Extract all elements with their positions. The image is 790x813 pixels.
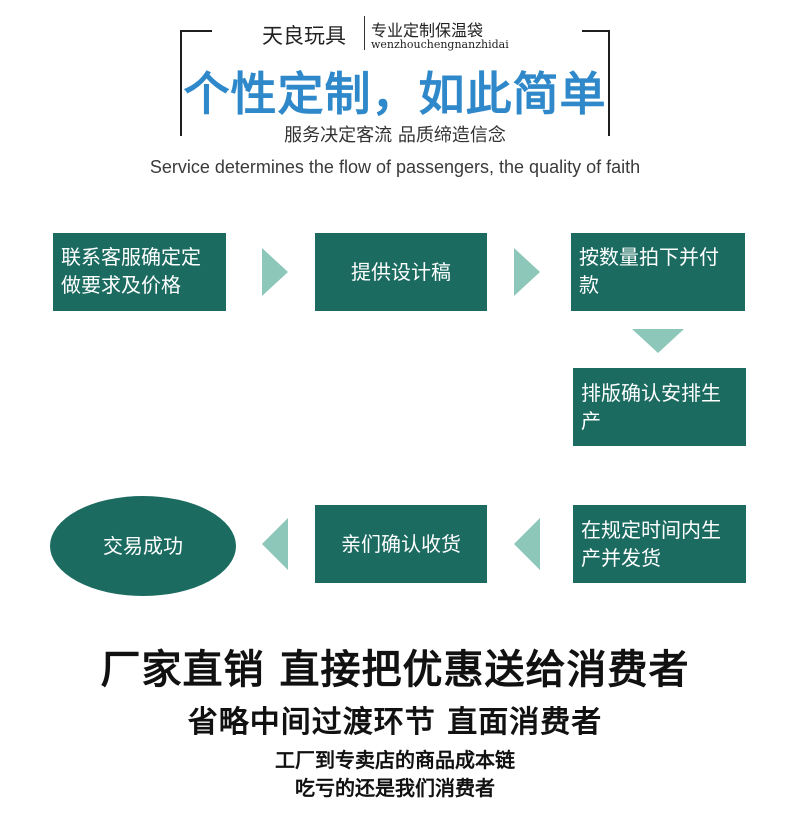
step-provide-design-label: 提供设计稿 (351, 260, 451, 284)
step-confirm-layout-line1: 排版确认安排生 (581, 381, 721, 405)
step-produce-ship: 在规定时间内生 产并发货 (573, 505, 746, 583)
arrow-right-icon (514, 248, 540, 296)
frame-corner-top-right (582, 30, 610, 136)
step-provide-design: 提供设计稿 (315, 233, 487, 311)
brand-tagline: 专业定制保温袋 (371, 21, 484, 40)
note-consumer-loss: 吃亏的还是我们消费者 (295, 776, 495, 800)
step-contact-service: 联系客服确定定 做要求及价格 (53, 233, 226, 311)
note-cost-chain: 工厂到专卖店的商品成本链 (275, 748, 515, 772)
subtitle-english: Service determines the flow of passenger… (149, 157, 641, 177)
step-confirm-layout: 排版确认安排生 产 (573, 368, 746, 446)
step-confirm-receipt-label: 亲们确认收货 (341, 532, 461, 556)
step-confirm-receipt: 亲们确认收货 (315, 505, 487, 583)
brand-name: 天良玩具 (262, 24, 346, 48)
step-place-order: 按数量拍下并付 款 (571, 233, 745, 311)
slogan-direct-sales: 厂家直销 直接把优惠送给消费者 (100, 647, 690, 693)
page-headline: 个性定制，如此简单 (183, 67, 607, 121)
slogan-skip-middlemen: 省略中间过渡环节 直面消费者 (187, 705, 603, 740)
step-place-order-line1: 按数量拍下并付 (579, 245, 719, 269)
brand-divider (364, 16, 365, 50)
step-produce-ship-line2: 产并发货 (581, 546, 661, 570)
step-produce-ship-line1: 在规定时间内生 (581, 518, 721, 542)
subtitle-chinese: 服务决定客流 品质缔造信念 (284, 125, 506, 146)
step-deal-success: 交易成功 (50, 496, 236, 596)
step-contact-service-line1: 联系客服确定定 (61, 245, 201, 269)
step-contact-service-line2: 做要求及价格 (61, 273, 181, 297)
step-deal-success-label: 交易成功 (103, 534, 183, 558)
arrow-left-icon (262, 518, 288, 570)
frame-corner-top-left (180, 30, 212, 136)
step-confirm-layout-line2: 产 (581, 409, 601, 433)
arrow-right-icon (262, 248, 288, 296)
brand-pinyin: wenzhouchengnanzhidai (371, 38, 509, 51)
arrow-left-icon (514, 518, 540, 570)
step-place-order-line2: 款 (579, 273, 599, 297)
arrow-down-icon (632, 329, 684, 353)
